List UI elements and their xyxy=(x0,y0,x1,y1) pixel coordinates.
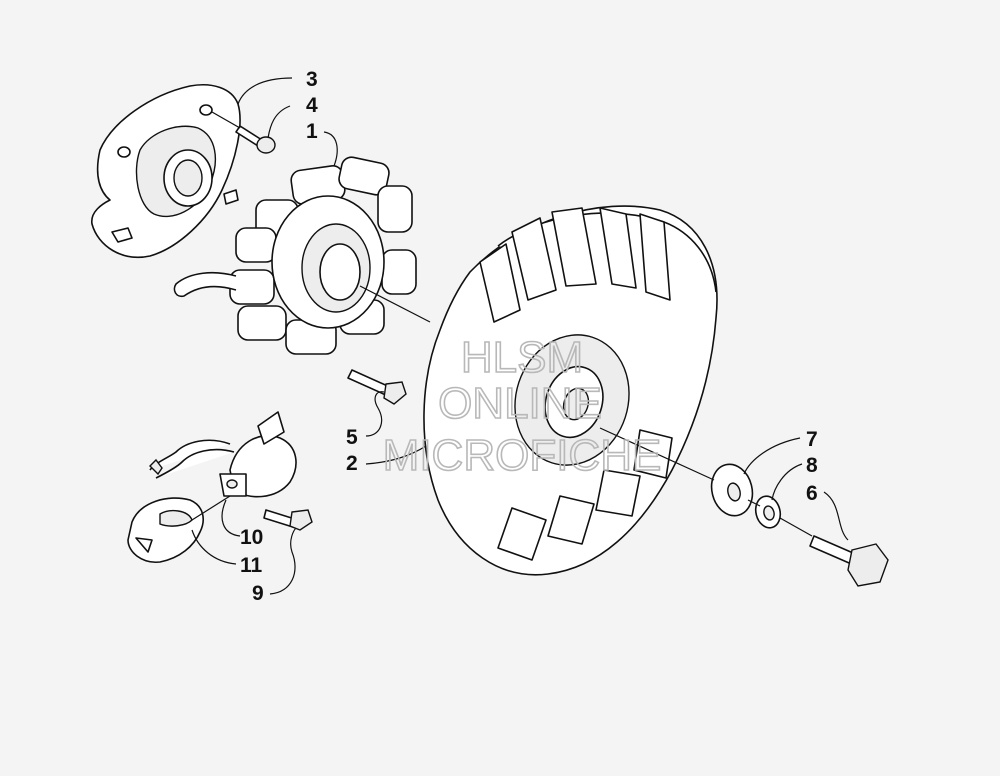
callout-numbers: 3 4 1 5 2 7 8 6 10 11 9 xyxy=(240,68,818,605)
callout-11: 11 xyxy=(240,554,263,577)
lock-washer xyxy=(754,495,782,529)
callout-8: 8 xyxy=(806,454,818,477)
callout-3: 3 xyxy=(306,68,318,91)
wire-grommet xyxy=(127,497,204,563)
callout-10: 10 xyxy=(240,526,263,549)
callout-7: 7 xyxy=(806,428,818,451)
watermark-line-1: HLSM xyxy=(461,333,583,382)
assembly-axis xyxy=(191,285,813,537)
callout-4: 4 xyxy=(306,94,318,117)
watermark-line-2: ONLINE xyxy=(438,379,602,428)
callout-6: 6 xyxy=(806,482,818,505)
stator-plate xyxy=(91,84,241,259)
plate-screw xyxy=(211,111,276,154)
coil-screw xyxy=(263,509,313,531)
flat-washer xyxy=(710,463,754,517)
flywheel-bolt xyxy=(809,535,889,587)
stator-screw xyxy=(347,369,407,405)
callout-9: 9 xyxy=(252,582,264,605)
flywheel xyxy=(423,205,718,576)
watermark: HLSM ONLINE MICROFICHE xyxy=(382,332,662,481)
callout-1: 1 xyxy=(306,120,318,143)
callout-2: 2 xyxy=(346,452,358,475)
stator xyxy=(173,156,417,355)
pickup-coil xyxy=(149,411,297,498)
leader-lines xyxy=(191,77,849,595)
callout-5: 5 xyxy=(346,426,358,449)
watermark-line-3: MICROFICHE xyxy=(383,431,662,480)
